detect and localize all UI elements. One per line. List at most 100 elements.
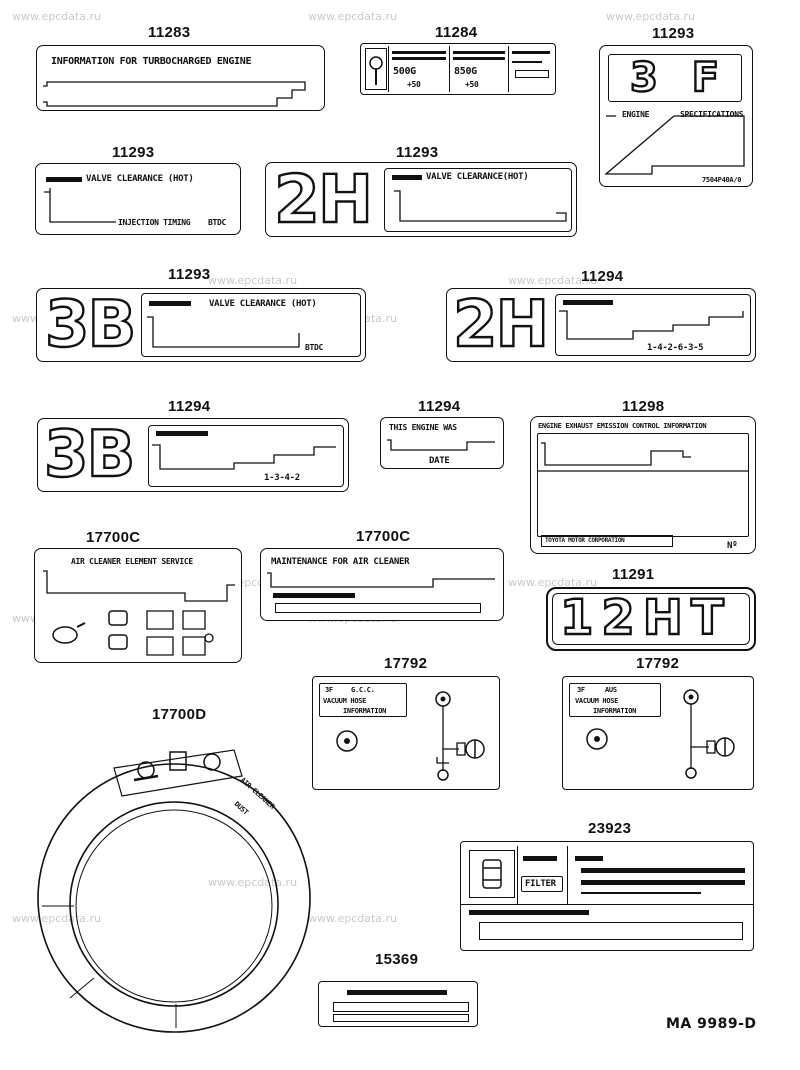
label-engine-date: THIS ENGINE WAS DATE — [380, 417, 504, 469]
value-field-outline — [44, 188, 116, 223]
label-text: AIR CLEANER ELEMENT SERVICE — [71, 557, 193, 566]
fine-print — [453, 57, 505, 60]
spec-code: 7504P40A/0 — [702, 176, 742, 184]
maker-name: TOYOTA MOTOR CORPORATION — [545, 537, 625, 544]
cjk-text — [523, 856, 557, 861]
label-fuel-filter-warning: FILTER — [460, 841, 754, 951]
label-text: MAINTENANCE FOR AIR CLEANER — [271, 557, 410, 567]
watermark: www.epcdata.ru — [308, 10, 398, 23]
fine-print — [392, 51, 446, 54]
divider — [567, 846, 569, 904]
value-box — [515, 70, 549, 78]
engine-code: 3B — [43, 418, 137, 492]
value-box — [333, 1002, 469, 1012]
part-number-17792: 17792 — [636, 655, 680, 672]
serial-mark: Nº — [727, 541, 738, 551]
engine-code: 3B — [44, 288, 138, 362]
btdc-label: BTDC — [208, 218, 227, 227]
filter-badge — [521, 876, 563, 892]
part-number-11293: 11293 — [652, 25, 695, 42]
label-text: VALVE CLEARANCE(HOT) — [426, 172, 529, 182]
oil-amount-1: 500g — [393, 66, 416, 77]
label-turbo-info: INFORMATION FOR TURBOCHARGED ENGINE — [36, 45, 325, 111]
divider — [461, 904, 753, 906]
part-number-15369: 15369 — [375, 951, 419, 968]
value-field-outline — [152, 444, 336, 470]
filter-label: FILTER — [525, 879, 556, 889]
diagram-code: MA 9989-D — [666, 1016, 757, 1032]
engine-code: 2H — [452, 288, 550, 362]
vacuum-hose-schematic — [336, 691, 485, 781]
watermark: www.epcdata.ru — [308, 912, 398, 925]
divider — [517, 846, 519, 904]
btdc-label: BTDC — [305, 343, 324, 352]
label-valve-clearance-injection: VALVE CLEARANCE (HOT) INJECTION TIMING B… — [35, 163, 241, 235]
label-text: VALVE CLEARANCE (HOT) — [86, 174, 194, 184]
cjk-text — [575, 856, 603, 861]
clearance-panel — [384, 168, 572, 232]
watermark: www.epcdata.ru — [508, 576, 598, 589]
label-vacuum-hose-gcc: 3F G.C.C. VACUUM HOSE INFORMATION — [312, 676, 500, 790]
oil-amount-2: 850g — [454, 66, 477, 77]
warning-lines — [581, 892, 701, 894]
gcc-label: G.C.C. — [351, 686, 375, 694]
engine-label: ENGINE — [622, 110, 650, 119]
watermark: www.epcdata.ru — [12, 912, 102, 925]
title-box — [319, 683, 407, 717]
this-engine-label: THIS ENGINE WAS — [389, 423, 457, 432]
fine-print — [392, 57, 446, 60]
part-number-11293: 11293 — [168, 266, 211, 283]
air-cleaner-ring-label — [37, 749, 311, 1033]
oil-tolerance-1: +50 — [407, 80, 421, 89]
part-number-11291: 11291 — [612, 566, 655, 583]
fuel-filter-icon — [482, 859, 502, 889]
information-label: INFORMATION — [343, 707, 387, 715]
part-number-11293: 11293 — [396, 144, 439, 161]
label-air-cleaner-service: AIR CLEANER ELEMENT SERVICE — [34, 548, 242, 663]
aus-label: AUS — [605, 686, 617, 694]
firing-order: 1-4-2-6-3-5 — [647, 343, 704, 353]
fine-print — [512, 51, 550, 54]
engine-code: 3 F — [629, 55, 730, 101]
vacuum-hose-label: VACUUM HOSE — [323, 697, 367, 705]
cjk-text — [347, 990, 447, 995]
divider — [449, 46, 451, 92]
fine-print — [453, 51, 505, 54]
service-icon-grid — [52, 610, 214, 656]
watermark: www.epcdata.ru — [208, 274, 298, 287]
label-text: ENGINE EXHAUST EMISSION CONTROL INFORMAT… — [538, 422, 707, 430]
part-number-11298: 11298 — [622, 398, 665, 415]
warning-lines — [581, 880, 745, 885]
title-box — [569, 683, 661, 717]
part-number-11293: 11293 — [112, 144, 155, 161]
wrench-icon — [365, 48, 387, 90]
watermark: www.epcdata.ru — [606, 10, 696, 23]
label-2h-firing-order: 2H 1-4-2-6-3-5 — [446, 288, 756, 362]
maker-box — [541, 535, 673, 547]
value-field-outline — [147, 316, 300, 348]
filter-icon-box — [469, 850, 515, 898]
label-text: VALVE CLEARANCE (HOT) — [209, 299, 317, 309]
engine-code-frame — [552, 593, 750, 645]
value-box — [479, 922, 743, 940]
label-oil-capacity: 500g 850g +50 +50 — [360, 43, 556, 95]
part-number-23923: 23923 — [588, 820, 632, 837]
label-air-cleaner-maintenance: MAINTENANCE FOR AIR CLEANER — [260, 548, 504, 621]
value-field-outline — [387, 439, 495, 451]
oil-tolerance-2: +50 — [465, 80, 479, 89]
label-3f-specifications: 3 F ENGINE SPECIFICATIONS 7504P40A/0 — [599, 45, 753, 187]
vacuum-hose-schematic — [586, 689, 735, 779]
cjk-text — [469, 910, 589, 915]
firing-panel — [148, 425, 344, 487]
cjk-text — [46, 177, 82, 182]
firing-panel — [555, 294, 751, 356]
label-3b-valve-clearance: 3B VALVE CLEARANCE (HOT) BTDC — [36, 288, 366, 362]
warning-lines — [581, 868, 745, 873]
part-number-17700C: 17700C — [86, 529, 141, 546]
cjk-text — [149, 301, 191, 306]
part-number-11284: 11284 — [435, 24, 478, 41]
part-number-11294: 11294 — [168, 398, 211, 415]
clearance-panel — [141, 293, 361, 357]
cjk-text — [156, 431, 208, 436]
part-number-17792: 17792 — [384, 655, 428, 672]
